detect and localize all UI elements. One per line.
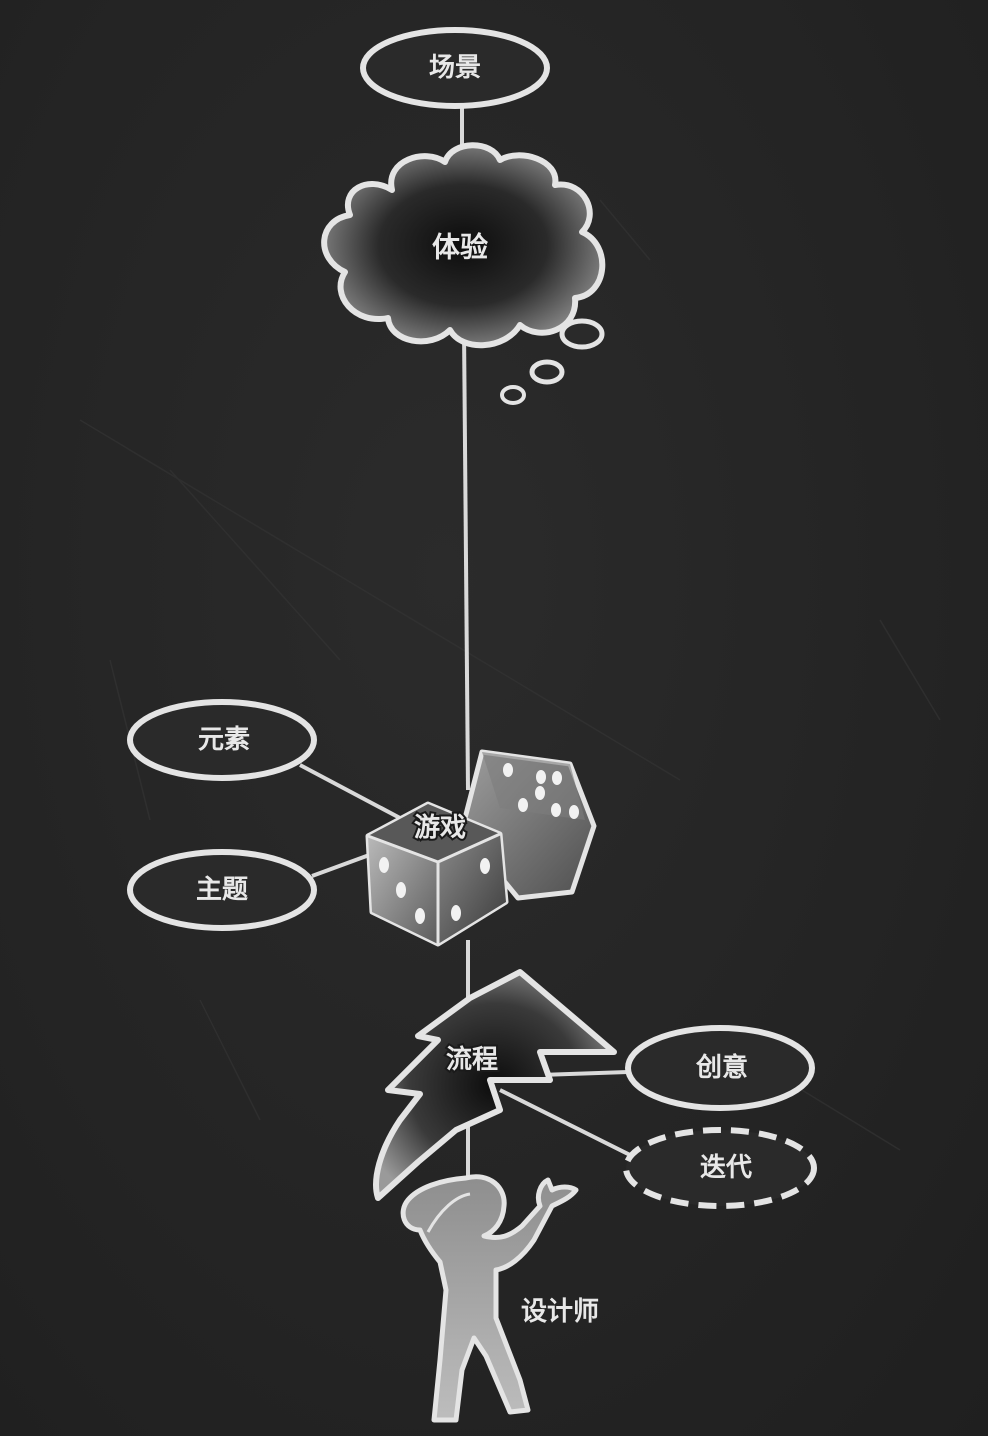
node-scene: 场景	[360, 27, 550, 109]
node-theme: 主题	[127, 849, 317, 931]
connector-process-creativity	[539, 1070, 629, 1077]
node-creativity: 创意	[625, 1025, 815, 1111]
front-die	[365, 801, 509, 947]
node-game: 游戏	[365, 749, 597, 947]
connector-theme-game	[311, 852, 373, 878]
node-designer: 设计师	[400, 1174, 599, 1423]
node-experience: 体验	[321, 142, 606, 405]
node-elements: 元素	[127, 699, 317, 781]
node-scene-label: 场景	[429, 53, 481, 83]
connector-elements-game	[299, 763, 401, 820]
node-theme-label: 主题	[196, 875, 248, 905]
node-creativity-label: 创意	[695, 1052, 748, 1083]
node-iteration: 迭代	[623, 1127, 817, 1209]
node-elements-label: 元素	[198, 725, 250, 755]
node-experience-label: 体验	[432, 231, 488, 264]
node-game-label: 游戏	[414, 813, 466, 843]
node-designer-label: 设计师	[521, 1297, 599, 1327]
dice-icon	[365, 749, 597, 947]
connector-experience-game	[462, 329, 470, 791]
thought-cloud-icon	[321, 142, 606, 405]
node-process: 流程	[373, 969, 617, 1201]
person-icon	[400, 1174, 579, 1423]
node-iteration-label: 迭代	[700, 1153, 752, 1183]
lightning-bolt-icon	[373, 969, 617, 1201]
node-process-label: 流程	[446, 1045, 498, 1075]
connector-process-iteration	[499, 1088, 637, 1160]
